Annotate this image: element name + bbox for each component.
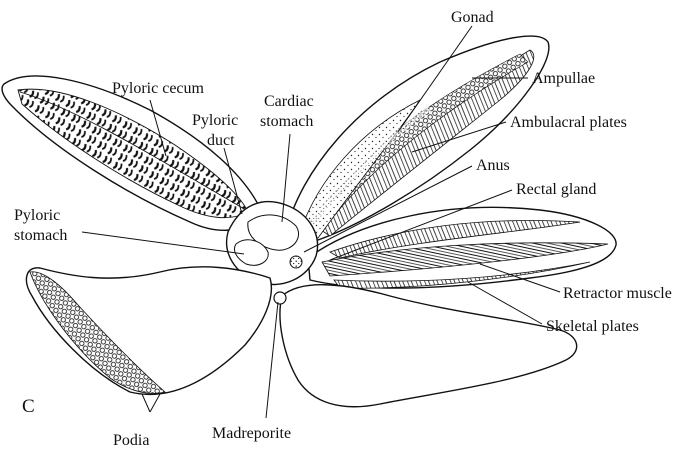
- leader-anus: [303, 165, 473, 253]
- label-cardiac-stomach-line2: stomach: [260, 113, 313, 130]
- label-pyloric-duct-line1: Pyloric: [192, 112, 238, 129]
- leader-cardiac-stomach: [281, 133, 291, 223]
- label-skeletal-plates: Skeletal plates: [546, 318, 639, 335]
- label-pyloric-duct-line2: duct: [207, 132, 235, 149]
- lower-right-arm: [273, 284, 578, 408]
- leader-pyloric-cecum: [149, 99, 167, 157]
- anus-opening: [289, 255, 303, 269]
- leader-rectal-gland: [329, 189, 513, 261]
- label-pyloric-duct: Pyloric duct: [192, 112, 242, 149]
- retractor-muscle-band: [321, 242, 609, 277]
- leader-pyloric-duct: [223, 147, 243, 215]
- label-podia: Podia: [113, 432, 149, 449]
- leader-ambulacral-plates: [411, 121, 507, 153]
- leader-podia-a: [141, 393, 151, 413]
- label-pyloric-stomach-line2: stomach: [14, 227, 67, 244]
- leader-skeletal-plates: [467, 281, 543, 325]
- label-rectal-gland: Rectal gland: [516, 181, 596, 198]
- leader-madreporite: [265, 301, 279, 419]
- podia-cluster: [29, 271, 166, 394]
- leader-pyloric-stomach: [81, 231, 245, 255]
- label-ambulacral-plates: Ambulacral plates: [510, 114, 627, 131]
- left-arm: [1, 75, 263, 231]
- label-cardiac-stomach: Cardiac stomach: [260, 93, 318, 130]
- skeletal-plates-lower: [333, 261, 591, 289]
- labels: Gonad Ampullae Pyloric cecum Cardiac sto…: [14, 9, 672, 449]
- label-anus: Anus: [476, 157, 510, 174]
- label-ampullae: Ampullae: [532, 70, 595, 87]
- pyloric-stomach-shape: [233, 239, 269, 266]
- right-arm: [307, 206, 617, 289]
- label-retractor-muscle: Retractor muscle: [563, 285, 672, 302]
- label-cardiac-stomach-line1: Cardiac: [264, 93, 314, 110]
- lower-left-arm: [25, 266, 272, 396]
- label-pyloric-stomach-line1: Pyloric: [14, 207, 60, 224]
- central-disk: [226, 200, 319, 286]
- leader-gonad: [397, 25, 473, 133]
- label-pyloric-stomach: Pyloric stomach: [14, 207, 67, 244]
- label-pyloric-cecum: Pyloric cecum: [112, 80, 205, 97]
- leader-retractor-muscle: [479, 263, 561, 293]
- panel-letter: C: [22, 396, 35, 417]
- leader-lines: [81, 25, 561, 419]
- leader-podia-b: [149, 393, 161, 413]
- label-gonad: Gonad: [451, 9, 494, 26]
- label-madreporite: Madreporite: [212, 425, 291, 442]
- madreporite-plate: [273, 291, 287, 305]
